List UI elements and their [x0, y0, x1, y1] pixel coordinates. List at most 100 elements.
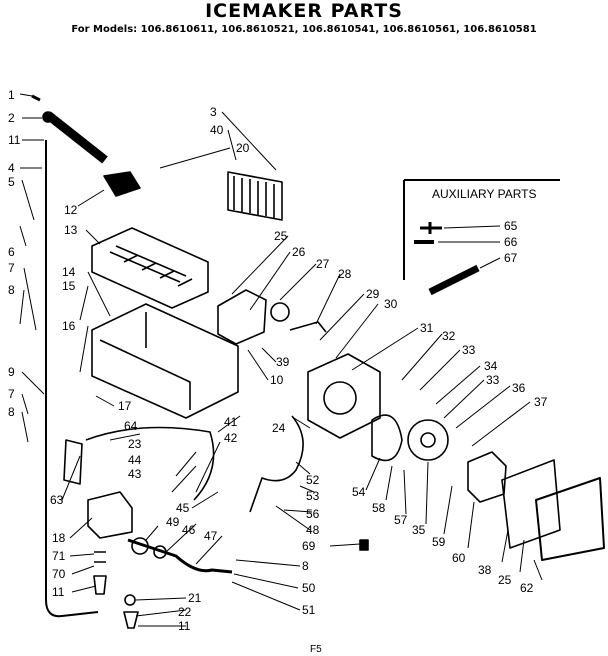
- callout-70: 70: [52, 567, 66, 581]
- callout-32: 32: [442, 329, 456, 343]
- callout-42: 42: [224, 431, 238, 445]
- leader-lines: [19, 93, 543, 627]
- callout-25: 25: [498, 573, 512, 587]
- cam-54: [371, 414, 403, 462]
- callout-7: 7: [8, 387, 15, 401]
- callout-52: 52: [306, 473, 320, 487]
- callout-8: 8: [302, 559, 309, 573]
- wire-harness-24: [249, 415, 304, 513]
- models-subtitle: For Models: 106.8610611, 106.8610521, 10…: [71, 24, 537, 35]
- callout-64: 64: [124, 419, 138, 433]
- callout-41: 41: [224, 415, 238, 429]
- callout-71: 71: [52, 549, 66, 563]
- callout-37: 37: [534, 395, 548, 409]
- callout-17: 17: [118, 399, 132, 413]
- callout-28: 28: [338, 267, 352, 281]
- callout-33: 33: [462, 343, 476, 357]
- callout-31: 31: [420, 321, 434, 335]
- callout-45: 45: [176, 501, 190, 515]
- valve-bracket-63: [63, 439, 83, 485]
- callout-22: 22: [178, 605, 192, 619]
- aux-part-65: [420, 222, 442, 234]
- callout-labels: 1 2 11 4 5 6 7 8 9 7 8 12 13 14 15 16 17…: [8, 88, 548, 633]
- fill-tube-47: [127, 538, 233, 574]
- gear-27: [270, 302, 290, 322]
- callout-25: 25: [274, 229, 288, 243]
- ice-mold-13: [91, 227, 209, 309]
- callout-35: 35: [412, 523, 426, 537]
- callout-56: 56: [306, 507, 320, 521]
- callout-59: 59: [432, 535, 446, 549]
- housing-14-inner: [99, 312, 191, 410]
- callout-33: 33: [486, 373, 500, 387]
- callout-8: 8: [8, 405, 15, 419]
- callout-47: 47: [204, 529, 218, 543]
- callout-10: 10: [270, 373, 284, 387]
- callout-40: 40: [210, 123, 224, 137]
- callout-2: 2: [8, 111, 15, 125]
- callout-11: 11: [8, 133, 21, 147]
- callout-29: 29: [366, 287, 380, 301]
- gear-35-hub: [420, 432, 436, 448]
- callout-46: 46: [182, 523, 196, 537]
- callout-50: 50: [302, 581, 316, 595]
- callout-16: 16: [62, 319, 76, 333]
- callout-69: 69: [302, 539, 316, 553]
- callout-3: 3: [210, 105, 217, 119]
- callout-57: 57: [394, 513, 408, 527]
- callout-63: 63: [50, 493, 64, 507]
- wire-harness-41: [85, 426, 215, 501]
- diagram-title: ICEMAKER PARTS: [205, 0, 403, 22]
- bracket-12: [103, 171, 141, 197]
- callout-62: 62: [520, 581, 534, 595]
- auxiliary-box: [403, 179, 560, 280]
- cover-38: [501, 459, 561, 549]
- grille-40-slats: [233, 176, 275, 218]
- part-drawings: [31, 94, 605, 629]
- callout-20: 20: [236, 141, 250, 155]
- callout-24: 24: [272, 421, 286, 435]
- grille-40: [227, 171, 283, 221]
- callout-67: 67: [504, 251, 518, 265]
- fill-tube-arm: [45, 111, 108, 164]
- cover-62: [535, 477, 605, 561]
- motor-60: [467, 451, 507, 503]
- callout-39: 39: [276, 355, 290, 369]
- callout-11: 11: [178, 619, 191, 633]
- top-screw: [31, 94, 41, 102]
- callout-38: 38: [478, 563, 492, 577]
- callout-27: 27: [316, 257, 330, 271]
- callout-13: 13: [64, 223, 78, 237]
- callout-48: 48: [306, 523, 320, 537]
- callout-66: 66: [504, 235, 518, 249]
- page-footer: F5: [310, 644, 322, 655]
- callout-54: 54: [352, 485, 366, 499]
- arm-28: [289, 321, 327, 333]
- auxiliary-parts-title: AUXILIARY PARTS: [432, 187, 537, 201]
- plate-26: [217, 289, 267, 345]
- control-housing-31: [307, 353, 381, 439]
- callout-9: 9: [8, 365, 15, 379]
- callout-53: 53: [306, 489, 320, 503]
- callout-51: 51: [302, 603, 316, 617]
- callout-11: 11: [52, 585, 65, 599]
- fill-tube-rod: [45, 140, 99, 618]
- callout-60: 60: [452, 551, 466, 565]
- callout-12: 12: [64, 203, 78, 217]
- callout-14: 14: [62, 265, 76, 279]
- part-69: [359, 539, 369, 551]
- callout-7: 7: [8, 261, 15, 275]
- callout-26: 26: [292, 245, 306, 259]
- aux-part-67: [428, 264, 480, 296]
- cap-11b: [93, 575, 107, 595]
- ice-mold-cups: [109, 245, 193, 287]
- callout-5: 5: [8, 175, 15, 189]
- tube-cap: [42, 111, 54, 123]
- callout-4: 4: [8, 161, 15, 175]
- callout-21: 21: [188, 591, 202, 605]
- housing-14: [91, 303, 239, 419]
- grommet-49: [131, 537, 149, 555]
- callout-8: 8: [8, 283, 15, 297]
- water-valve-18: [87, 491, 133, 539]
